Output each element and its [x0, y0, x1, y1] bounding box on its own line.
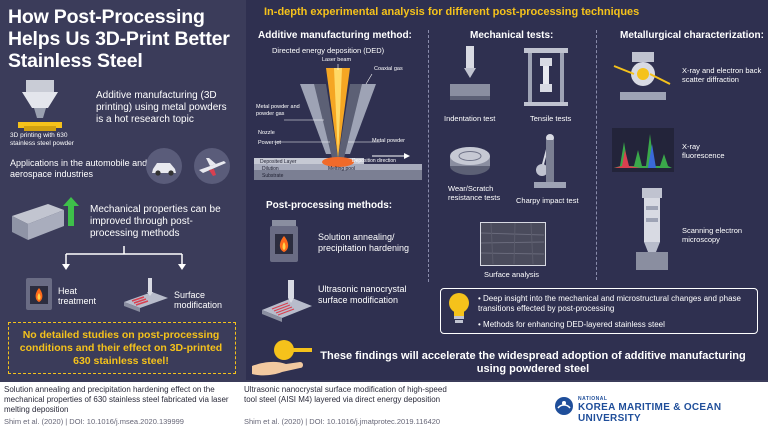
uncsm-icon [260, 280, 314, 322]
airplane-icon [194, 148, 230, 184]
university-name: KOREA MARITIME & OCEAN UNIVERSITY [578, 402, 722, 424]
citation-1: Solution annealing and precipitation har… [4, 385, 229, 414]
tensile-test-icon [522, 48, 570, 106]
callout-box: No detailed studies on post-processing c… [8, 322, 236, 374]
conclusion-text: These findings will accelerate the wides… [320, 350, 746, 375]
panel-header: In-depth experimental analysis for diffe… [264, 6, 640, 18]
annealing-furnace-icon [268, 220, 300, 264]
met-item-xrf: X-ray fluorescence [682, 142, 725, 160]
bullet: • [478, 294, 484, 303]
insight-bullet-1: • Deep insight into the mechanical and m… [478, 294, 754, 313]
ded-label-laser: Laser beam [322, 57, 352, 63]
mech-item-charpy: Charpy impact test [516, 196, 579, 205]
insight-text-1: Deep insight into the mechanical and mic… [478, 294, 741, 313]
divider [596, 30, 598, 280]
surface-analysis-image [480, 222, 546, 266]
indentation-test-icon [448, 46, 492, 104]
ded-label-substrate: Substrate [262, 173, 284, 179]
sem-icon [632, 188, 672, 272]
ded-label-metal-powder: Metal powder [372, 138, 406, 144]
analysis-panel [246, 0, 768, 380]
metallurgical-title: Metallurgical characterization: [620, 30, 764, 41]
car-icon [146, 148, 182, 184]
insight-bullet-2: • Methods for enhancing DED-layered stai… [478, 320, 754, 330]
mech-tests-title: Mechanical tests: [470, 30, 554, 41]
ded-label-deposited: Deposited Layer [260, 159, 297, 165]
surface-modification-label: Surface modification [174, 290, 223, 310]
applications-text: Applications in the automobile and aeros… [10, 158, 148, 179]
mechanical-text: Mechanical properties can be improved th… [90, 204, 221, 239]
surface-mod-icon [122, 278, 170, 312]
ded-label-nozzle: Nozzle [258, 130, 275, 136]
ded-label-powder-gas: Metal powder and powder gas [256, 104, 300, 117]
insight-text-2: Methods for enhancing DED-layered stainl… [483, 320, 665, 329]
callout-text: No detailed studies on post-processing c… [19, 329, 223, 367]
pp-item-annealing: Solution annealing/ precipitation harden… [318, 232, 410, 253]
ded-title: Directed energy deposition (DED) [272, 46, 385, 55]
mech-item-wear: Wear/Scratch resistance tests [448, 184, 501, 202]
ded-label-coaxial: Coaxial gas [374, 66, 403, 72]
intro-text: Additive manufacturing (3D printing) usi… [96, 90, 227, 125]
lightbulb-icon [448, 292, 470, 326]
citation-2: Ultrasonic nanocrystal surface modificat… [244, 385, 447, 404]
ded-label-dilution: Dilution [262, 166, 279, 172]
am-method-title: Additive manufacturing method: [258, 30, 412, 41]
divider [428, 30, 430, 282]
met-item-sem: Scanning electron microscopy [682, 226, 743, 244]
xrf-spectrum-chart [612, 128, 674, 172]
mech-item-surface-analysis: Surface analysis [484, 270, 540, 279]
xrd-ebsd-icon [612, 52, 672, 104]
mech-item-tensile: Tensile tests [530, 114, 572, 123]
mech-item-indentation: Indentation test [444, 114, 496, 123]
citation-1-doi: Shim et al. (2020) | DOI: 10.1016/j.msea… [4, 417, 184, 426]
printer-nozzle-icon [14, 80, 66, 132]
heat-treatment-label: Heat treatment [58, 286, 97, 306]
steel-beams-icon [8, 196, 86, 246]
branch-arrows [54, 246, 194, 270]
poster-title: How Post-Processing Helps Us 3D-Print Be… [8, 6, 230, 72]
footer: Solution annealing and precipitation har… [0, 382, 768, 430]
bullet: • [478, 320, 484, 329]
printer-caption: 3D printing with 630 stainless steel pow… [10, 132, 74, 147]
pp-methods-title: Post-processing methods: [266, 200, 393, 211]
charpy-test-icon [530, 132, 570, 190]
met-item-xrd: X-ray and electron back scatter diffract… [682, 66, 762, 84]
citation-2-doi: Shim et al. (2020) | DOI: 10.1016/j.jmat… [244, 417, 441, 426]
pp-item-uncsm: Ultrasonic nanocrystal surface modificat… [318, 284, 407, 305]
ded-diagram [254, 58, 422, 184]
furnace-icon [24, 276, 54, 312]
ded-label-melting: Melting pool [328, 166, 355, 172]
hand-key-icon [252, 338, 314, 378]
university-emblem-icon [554, 396, 574, 416]
university-name-small: NATIONAL [578, 396, 608, 402]
infographic: How Post-Processing Helps Us 3D-Print Be… [0, 0, 768, 382]
wear-test-icon [448, 140, 492, 180]
ded-label-power-jet: Power jet [258, 140, 281, 146]
ded-label-direction: Deposition direction [352, 158, 396, 164]
insight-box [440, 288, 758, 334]
